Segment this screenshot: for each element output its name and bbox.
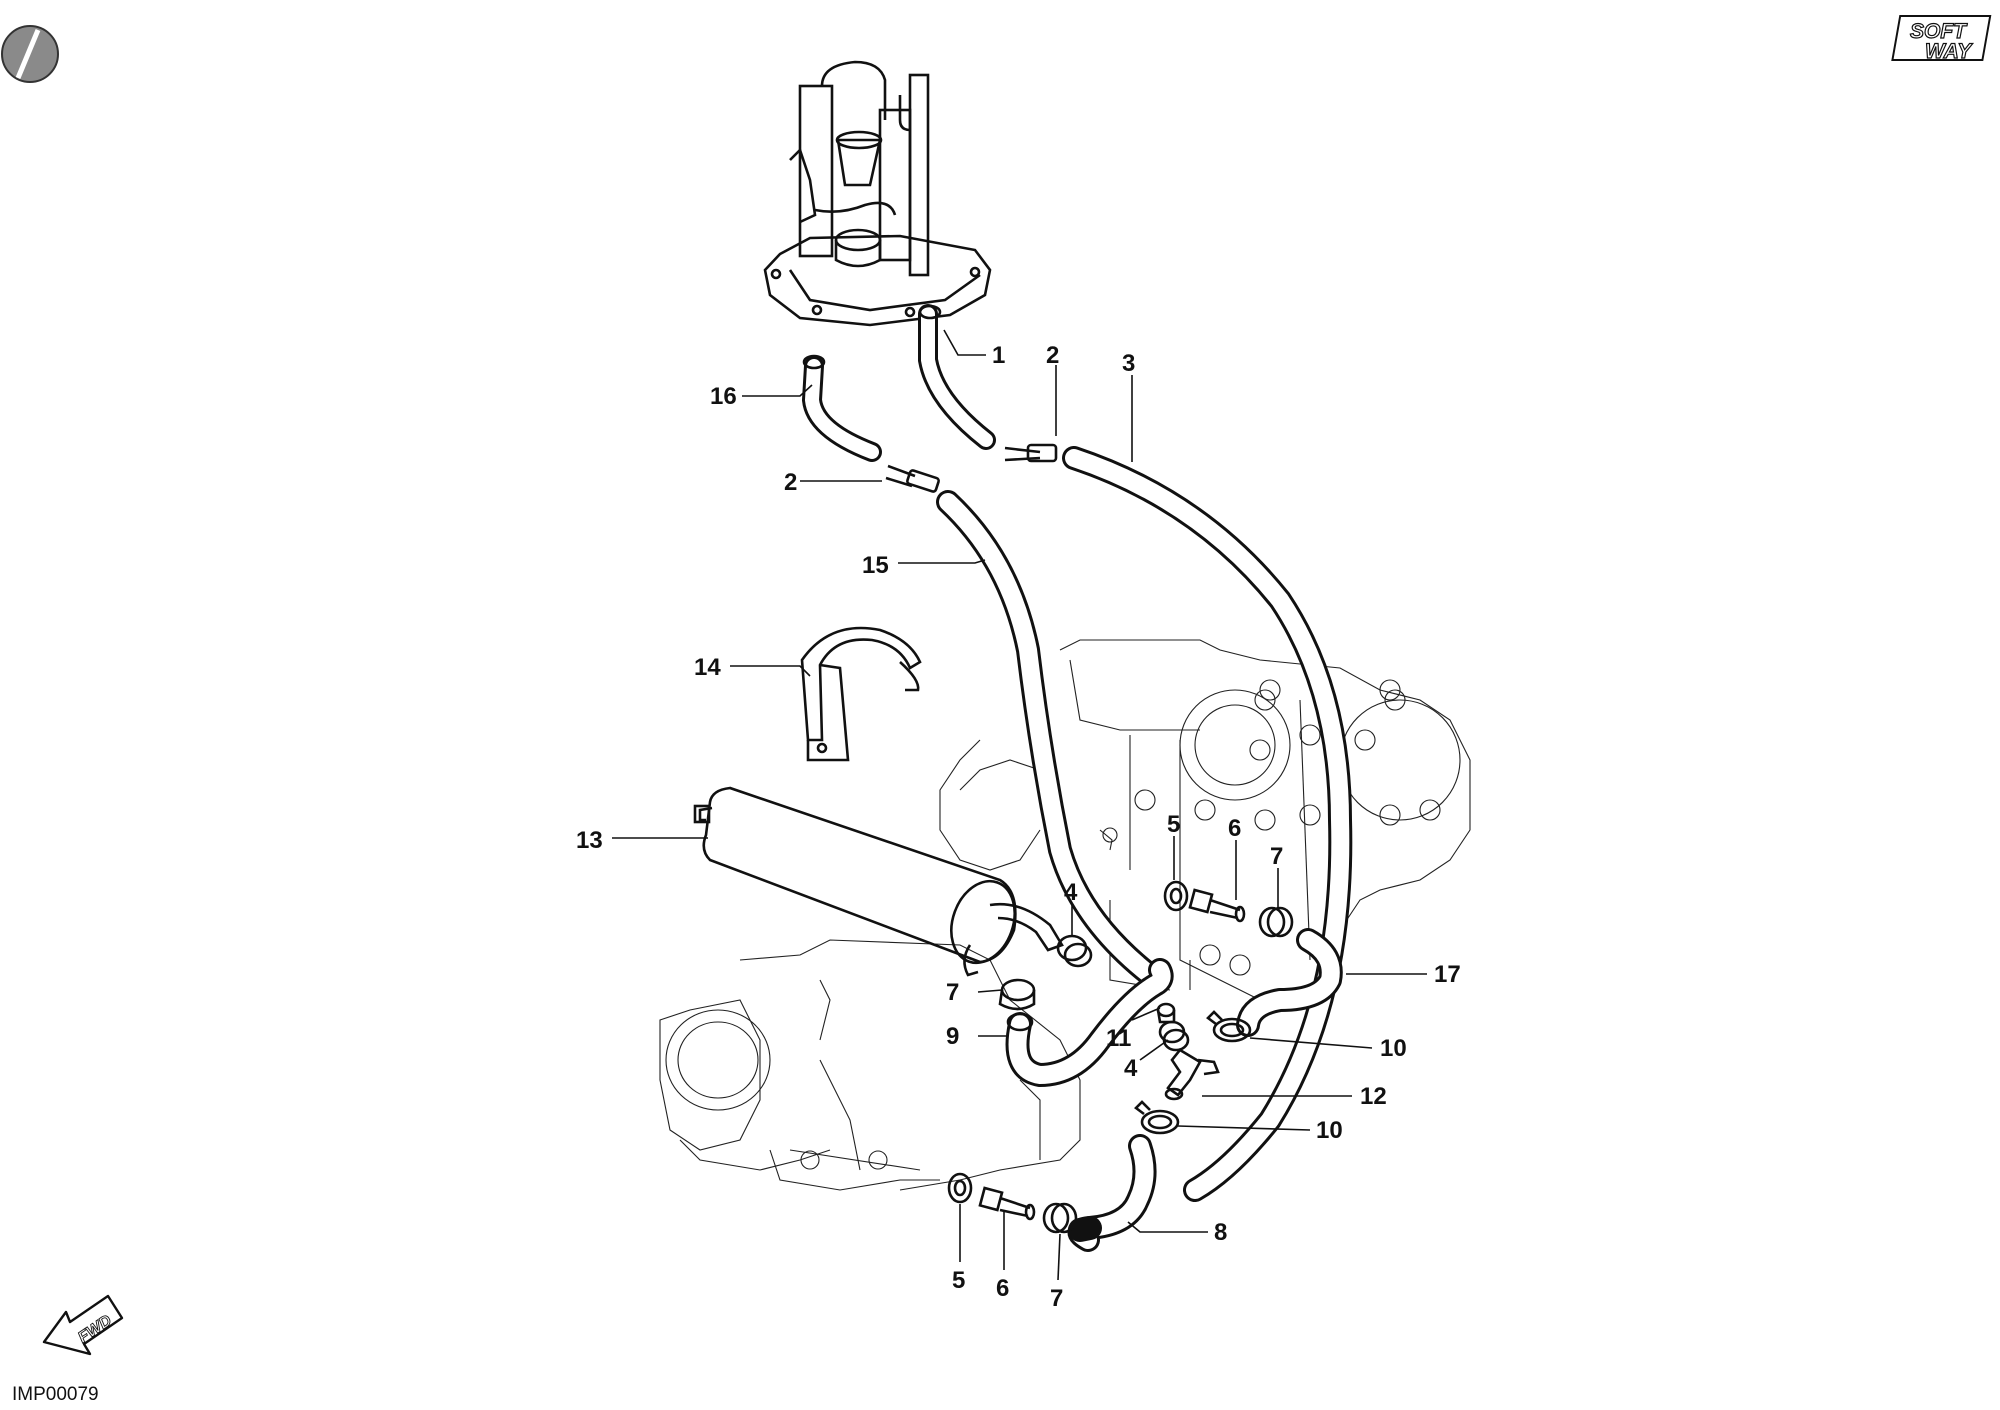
callout-1: 1 xyxy=(992,342,1005,369)
callout-2-upper: 2 xyxy=(1046,342,1059,369)
callout-3: 3 xyxy=(1122,350,1135,377)
leader-lines xyxy=(612,329,1427,1281)
callout-7-upper: 7 xyxy=(1270,843,1283,870)
clamp-4-lower xyxy=(1158,1020,1190,1052)
fitting-6-lower xyxy=(978,1186,1036,1221)
callout-4-upper: 4 xyxy=(1064,879,1078,906)
clamp-7-left xyxy=(998,978,1036,1011)
brand-logo-line1: SOFT xyxy=(1910,20,1968,43)
callout-12: 12 xyxy=(1360,1083,1387,1110)
hose-17 xyxy=(1236,928,1343,1037)
clamp-7-right xyxy=(1258,906,1294,938)
brand-logo: SOFT WAY xyxy=(1891,15,1992,64)
engine-outline xyxy=(659,639,1471,1191)
callout-4-lower: 4 xyxy=(1124,1055,1138,1082)
callout-16: 16 xyxy=(710,383,737,410)
callout-5-lower: 5 xyxy=(952,1267,965,1294)
hose-9 xyxy=(1005,958,1174,1087)
callout-9: 9 xyxy=(946,1023,959,1050)
hose-1 xyxy=(918,304,996,450)
hose-clamp-10-upper xyxy=(1206,1010,1252,1043)
clamp-4-upper xyxy=(1056,934,1093,968)
callout-2-lower: 2 xyxy=(784,469,797,496)
callout-10-upper: 10 xyxy=(1380,1035,1407,1062)
callout-6-lower: 6 xyxy=(996,1275,1009,1302)
hose-clamp-10-lower xyxy=(1134,1100,1180,1135)
callout-8: 8 xyxy=(1214,1219,1227,1246)
bracket-14 xyxy=(800,626,922,762)
hose-3 xyxy=(1062,446,1353,1202)
connector-2-lower xyxy=(885,464,940,493)
connector-2-upper xyxy=(1004,443,1058,463)
callout-10-lower: 10 xyxy=(1316,1117,1343,1144)
hose-8 xyxy=(1067,1134,1157,1252)
hose-15 xyxy=(936,490,1162,987)
diagram-code: IMP00079 xyxy=(12,1384,99,1405)
washer-5-lower xyxy=(947,1172,973,1204)
corner-badge-icon xyxy=(1,25,59,83)
canister-13 xyxy=(693,786,1064,977)
callout-6-upper: 6 xyxy=(1228,815,1241,842)
brand-logo-line2: WAY xyxy=(1925,40,1973,63)
washer-5-upper xyxy=(1163,880,1189,912)
clamp-7-lower xyxy=(1042,1202,1078,1234)
callout-5-upper: 5 xyxy=(1167,811,1180,838)
callout-11: 11 xyxy=(1106,1025,1131,1052)
fuel-pump-assembly xyxy=(763,60,992,327)
callout-7-left: 7 xyxy=(946,979,959,1006)
fwd-arrow-icon: FWD xyxy=(42,1294,124,1356)
callout-15: 15 xyxy=(862,552,889,579)
callout-13: 13 xyxy=(576,827,603,854)
callout-labels: 1 2 3 16 2 15 14 13 5 6 7 4 17 7 9 11 10… xyxy=(576,342,1461,1312)
fitting-6-upper xyxy=(1188,888,1246,923)
fitting-11 xyxy=(1156,1002,1176,1024)
callout-17: 17 xyxy=(1434,961,1461,988)
callout-7-lower: 7 xyxy=(1050,1285,1063,1312)
callout-14: 14 xyxy=(694,654,721,681)
hose-16 xyxy=(801,354,882,462)
t-piece-12 xyxy=(1164,1048,1220,1101)
